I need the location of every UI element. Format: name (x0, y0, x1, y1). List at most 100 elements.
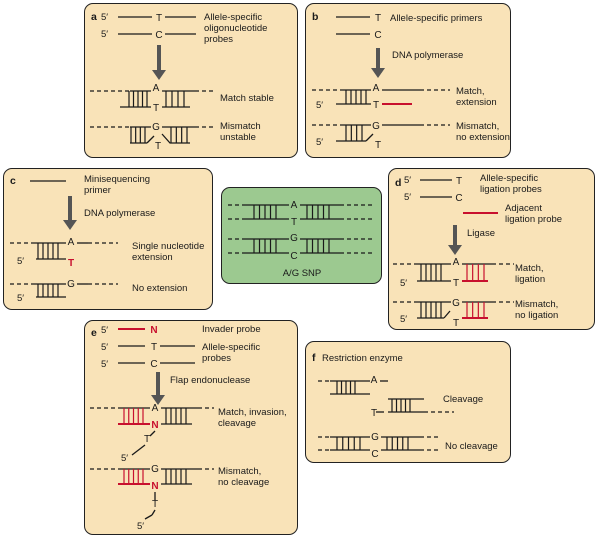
nucleotide-T: T (373, 100, 379, 111)
panel-f (305, 341, 511, 463)
strand-line (151, 509, 156, 516)
strand-line (131, 444, 146, 456)
five-prime-label: 5′ (101, 325, 108, 336)
nucleotide-G: G (372, 121, 380, 132)
nucleotide-A: A (68, 237, 75, 248)
no-cleavage-label: No cleavage (445, 441, 498, 452)
panel-letter: d (395, 177, 401, 189)
mismatch-label: Mismatch,no extension (456, 121, 510, 143)
enzyme-label: DNA polymerase (84, 208, 155, 219)
nucleotide-G: G (152, 122, 160, 133)
enzyme-label: Flap endonuclease (170, 375, 250, 386)
nucleotide-T: T (371, 408, 377, 419)
nucleotide-N: N (151, 481, 158, 492)
nucleotide-A: A (371, 375, 378, 386)
nucleotide-A: A (152, 403, 159, 414)
nucleotide-C: C (455, 193, 462, 204)
nucleotide-T: T (375, 13, 381, 24)
nucleotide-G: G (452, 298, 460, 309)
five-prime-label: 5′ (404, 175, 411, 186)
nucleotide-G: G (151, 464, 159, 475)
panel-letter: f (312, 352, 316, 364)
strand-line (146, 135, 155, 144)
five-prime-label: 5′ (101, 342, 108, 353)
match-label: Match stable (220, 93, 274, 104)
five-prime-label: 5′ (121, 453, 128, 464)
down-arrow-icon (152, 70, 166, 80)
nucleotide-T: T (456, 176, 462, 187)
five-prime-label: 5′ (101, 29, 108, 40)
snp-label: A/G SNP (283, 268, 322, 279)
match-label: Match, invasion,cleavage (218, 407, 287, 429)
mismatch-label: Mismatch,no ligation (515, 299, 558, 321)
nucleotide-T: T (155, 141, 161, 152)
nucleotide-A: A (291, 200, 298, 211)
nucleotide-T: T (291, 217, 297, 228)
nucleotide-T: T (453, 318, 459, 329)
enzyme-label: Restriction enzyme (322, 353, 403, 364)
mismatch-label: Mismatch,no cleavage (218, 466, 269, 488)
strand-line (443, 310, 451, 319)
five-prime-label: 5′ (101, 359, 108, 370)
five-prime-label: 5′ (400, 278, 407, 289)
nucleotide-A: A (453, 257, 460, 268)
five-prime-label: 5′ (400, 314, 407, 325)
invader-label: Invader probe (202, 324, 261, 335)
strand-line (365, 133, 374, 142)
cleavage-label: Cleavage (443, 394, 483, 405)
five-prime-label: 5′ (137, 521, 144, 532)
panel-b (305, 3, 511, 158)
panel-letter: a (91, 11, 97, 23)
primers-label: Allele-specific primers (390, 13, 483, 24)
match-label: Match,ligation (515, 263, 545, 285)
panel-snp (221, 187, 382, 284)
five-prime-label: 5′ (17, 256, 24, 267)
panel-letter: e (91, 327, 97, 339)
match-label: Match,extension (456, 86, 497, 108)
nucleotide-T: T (151, 342, 157, 353)
mismatch-label: No extension (132, 283, 187, 294)
down-arrow-icon (371, 68, 385, 78)
down-arrow-icon (151, 395, 165, 405)
down-arrow-icon (448, 245, 462, 255)
panel-e (84, 320, 298, 535)
nucleotide-T: T (156, 13, 162, 24)
nucleotide-C: C (290, 251, 297, 262)
nucleotide-A: A (373, 83, 380, 94)
panel-letter: c (10, 175, 16, 187)
strand-line (161, 133, 190, 144)
panel-letter: b (312, 11, 318, 23)
nucleotide-T: T (152, 499, 158, 510)
nucleotide-G: G (290, 233, 298, 244)
down-arrow-icon (63, 220, 77, 230)
panel-d (388, 168, 595, 330)
nucleotide-A: A (153, 83, 160, 94)
nucleotide-T: T (153, 103, 159, 114)
nucleotide-C: C (155, 30, 162, 41)
nucleotide-C: C (371, 449, 378, 460)
five-prime-label: 5′ (17, 293, 24, 304)
strand-line (144, 514, 153, 520)
five-prime-label: 5′ (101, 12, 108, 23)
nucleotide-G: G (371, 432, 379, 443)
nucleotide-C: C (150, 359, 157, 370)
five-prime-label: 5′ (316, 100, 323, 111)
nucleotide-C: C (374, 30, 381, 41)
nucleotide-N: N (151, 420, 158, 431)
enzyme-label: DNA polymerase (392, 50, 463, 61)
strand-line (149, 430, 156, 437)
five-prime-label: 5′ (316, 137, 323, 148)
panel-a (84, 3, 298, 158)
nucleotide-T: T (453, 278, 459, 289)
nucleotide-T: T (144, 434, 150, 445)
nucleotide-T: T (68, 258, 74, 269)
nucleotide-G: G (67, 279, 75, 290)
